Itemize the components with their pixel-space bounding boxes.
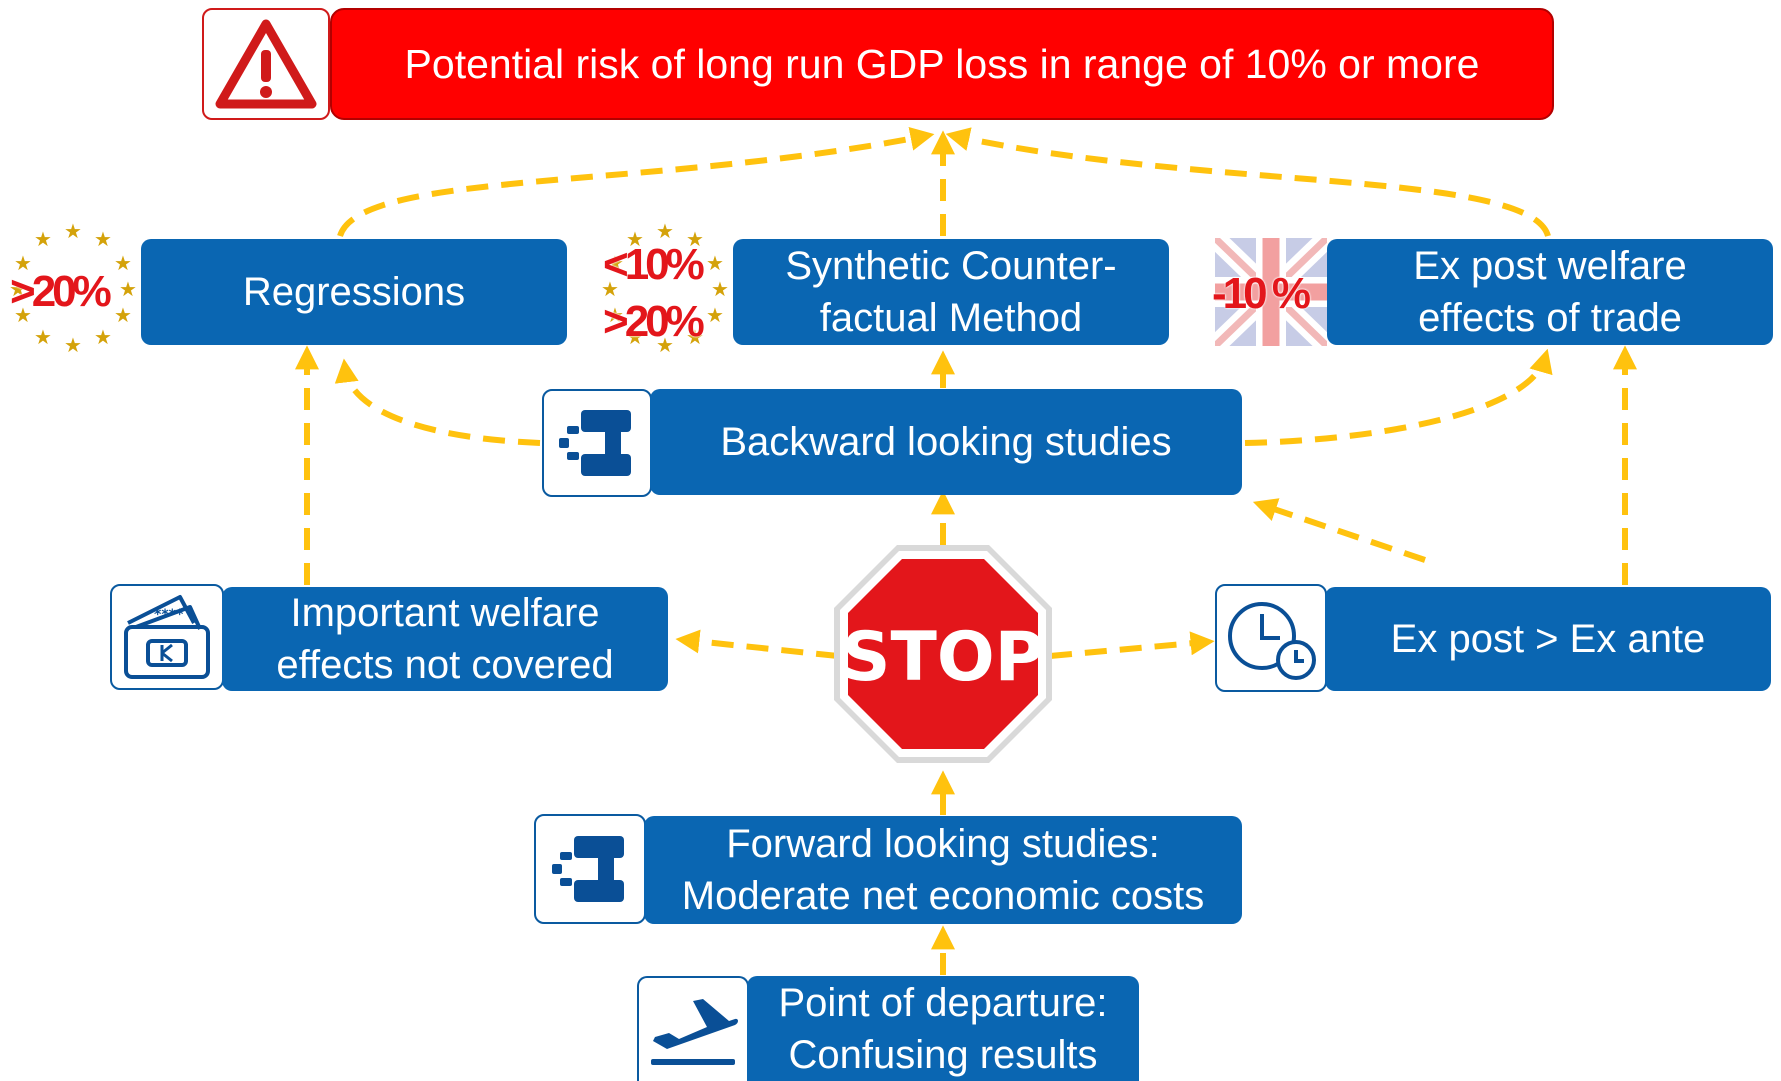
svg-text:★: ★ bbox=[711, 277, 729, 301]
svg-text:★: ★ bbox=[114, 303, 132, 327]
expost-welfare-label-line2: effects of trade bbox=[1418, 296, 1682, 340]
wallet-icon-box: **** bbox=[110, 584, 224, 690]
svg-text:★: ★ bbox=[14, 303, 32, 327]
departure-label-line1: Point of departure: bbox=[778, 980, 1108, 1025]
arrow-backward-to-regressions bbox=[334, 358, 541, 446]
uk-flag-icon bbox=[1208, 230, 1334, 354]
regressions-box: Regressions bbox=[141, 239, 567, 345]
synthetic-label-line2: factual Method bbox=[819, 296, 1083, 340]
clock-icon bbox=[1228, 602, 1316, 680]
svg-text:★: ★ bbox=[94, 325, 112, 349]
arrow-regressions-to-top bbox=[337, 126, 935, 238]
clock-icon-box bbox=[1215, 584, 1327, 692]
svg-text:★: ★ bbox=[64, 333, 82, 354]
svg-text:★: ★ bbox=[114, 251, 132, 275]
svg-text:★: ★ bbox=[656, 333, 674, 354]
svg-text:★: ★ bbox=[9, 277, 27, 301]
svg-text:★: ★ bbox=[626, 325, 644, 349]
synthetic-estimate-low: <10% bbox=[603, 240, 705, 289]
expost-welfare-label-line1: Ex post welfare bbox=[1413, 244, 1687, 288]
svg-text:★: ★ bbox=[706, 251, 724, 275]
warning-icon bbox=[215, 19, 317, 109]
binoculars-icon-box-backward bbox=[542, 389, 652, 497]
arrow-expost-to-top bbox=[945, 127, 1551, 238]
forward-studies-box: Forward looking studies: Moderate net ec… bbox=[644, 816, 1242, 924]
point-of-departure-box: Point of departure: Confusing results bbox=[747, 976, 1139, 1081]
backward-studies-box: Backward looking studies bbox=[650, 389, 1242, 495]
departure-label-line2: Confusing results bbox=[788, 1032, 1098, 1077]
stop-sign: STOP bbox=[834, 545, 1052, 763]
binoculars-icon-box-forward bbox=[534, 814, 646, 924]
expost-exante-box: Ex post > Ex ante bbox=[1325, 587, 1771, 691]
svg-text:★: ★ bbox=[606, 303, 624, 327]
gdp-loss-banner: Potential risk of long run GDP loss in r… bbox=[330, 8, 1554, 120]
important-welfare-label-line2: effects not covered bbox=[276, 643, 614, 687]
regressions-estimate: >20% bbox=[10, 267, 112, 316]
gdp-loss-text: Potential risk of long run GDP loss in r… bbox=[404, 41, 1480, 87]
backward-studies-label: Backward looking studies bbox=[720, 420, 1172, 464]
svg-text:★: ★ bbox=[34, 325, 52, 349]
stop-text: STOP bbox=[841, 618, 1044, 697]
svg-text:★: ★ bbox=[119, 277, 137, 301]
svg-text:★: ★ bbox=[626, 227, 644, 251]
forward-studies-label-line1: Forward looking studies: bbox=[726, 822, 1160, 866]
expost-exante-label: Ex post > Ex ante bbox=[1390, 617, 1706, 661]
important-welfare-box: Important welfare effects not covered bbox=[222, 587, 668, 691]
wallet-stars: **** bbox=[154, 607, 184, 623]
warning-icon-box bbox=[202, 8, 330, 120]
svg-text:★: ★ bbox=[706, 303, 724, 327]
svg-text:★: ★ bbox=[34, 227, 52, 251]
eu-stars-icon-regressions: ★★★ ★★★ ★★★ ★★★ bbox=[8, 218, 138, 357]
arrow-backward-to-expost bbox=[1244, 348, 1553, 446]
svg-text:★: ★ bbox=[64, 219, 82, 243]
uk-estimate: -10 % bbox=[1212, 269, 1311, 318]
forward-studies-label-line2: Moderate net economic costs bbox=[681, 874, 1205, 918]
svg-text:★: ★ bbox=[656, 219, 674, 243]
svg-text:★: ★ bbox=[94, 227, 112, 251]
important-welfare-label-line1: Important welfare bbox=[290, 591, 600, 635]
svg-text:★: ★ bbox=[14, 251, 32, 275]
svg-text:★: ★ bbox=[686, 227, 704, 251]
svg-text:★: ★ bbox=[606, 251, 624, 275]
synthetic-label-line1: Synthetic Counter- bbox=[785, 244, 1117, 288]
wallet-icon: **** bbox=[124, 595, 210, 679]
eu-stars-icon-synthetic: ★★★ ★★★ ★★★ ★★★ bbox=[600, 218, 730, 357]
arrow-stop-to-exante bbox=[1049, 631, 1215, 659]
binoculars-icon bbox=[552, 836, 624, 902]
svg-text:★: ★ bbox=[686, 325, 704, 349]
synthetic-counterfactual-box: Synthetic Counter- factual Method bbox=[733, 239, 1169, 345]
svg-text:★: ★ bbox=[601, 277, 619, 301]
binoculars-icon bbox=[559, 410, 631, 476]
arrow-stop-to-important bbox=[675, 629, 839, 659]
departure-plane-icon-box bbox=[637, 976, 749, 1081]
expost-welfare-box: Ex post welfare effects of trade bbox=[1327, 239, 1773, 345]
arrow-exante-to-backward bbox=[1252, 498, 1426, 563]
synthetic-estimate-high: >20% bbox=[603, 297, 705, 346]
regressions-label: Regressions bbox=[242, 270, 466, 314]
departure-plane-icon bbox=[651, 998, 738, 1065]
